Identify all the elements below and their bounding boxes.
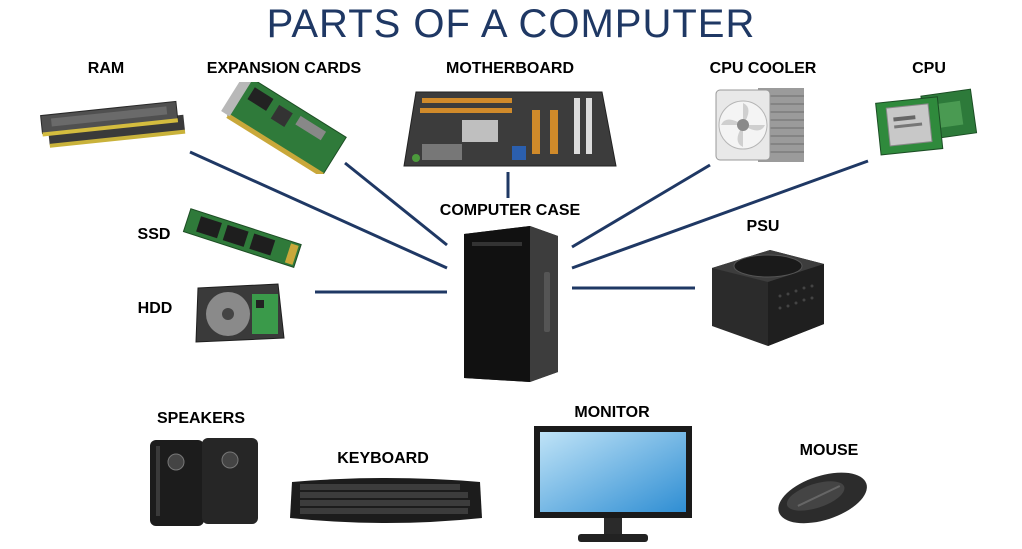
mouse-icon	[778, 472, 867, 524]
label-hdd: HDD	[137, 300, 173, 317]
hdd-icon	[195, 283, 285, 343]
psu-icon	[712, 250, 824, 346]
label-cpu-cooler: CPU COOLER	[709, 60, 817, 77]
monitor-icon	[534, 426, 692, 542]
label-ssd: SSD	[137, 226, 171, 243]
connector-cpu-cooler	[571, 163, 711, 249]
label-computer-case: COMPUTER CASE	[439, 202, 581, 219]
connector-ram	[189, 150, 448, 270]
label-ram: RAM	[87, 60, 125, 77]
label-psu: PSU	[746, 218, 780, 235]
computer-case-icon	[464, 226, 558, 382]
connector-expansion-cards	[344, 161, 448, 247]
keyboard-icon	[290, 478, 482, 523]
label-monitor: MONITOR	[574, 404, 650, 421]
label-cpu: CPU	[912, 60, 946, 77]
ssd-icon	[182, 208, 302, 269]
cpu-cooler-icon	[715, 88, 804, 162]
motherboard-icon	[403, 91, 617, 167]
label-mouse: MOUSE	[799, 442, 859, 459]
speakers-icon	[150, 438, 258, 526]
label-motherboard: MOTHERBOARD	[446, 60, 574, 77]
diagram-title: PARTS OF A COMPUTER	[266, 2, 756, 46]
connector-cpu	[571, 159, 869, 270]
expansion-cards-icon	[221, 82, 347, 174]
label-keyboard: KEYBOARD	[337, 450, 429, 467]
label-expansion-cards: EXPANSION CARDS	[206, 60, 362, 77]
ram-icon	[40, 100, 186, 148]
cpu-icon	[875, 88, 978, 156]
label-speakers: SPEAKERS	[156, 410, 246, 427]
